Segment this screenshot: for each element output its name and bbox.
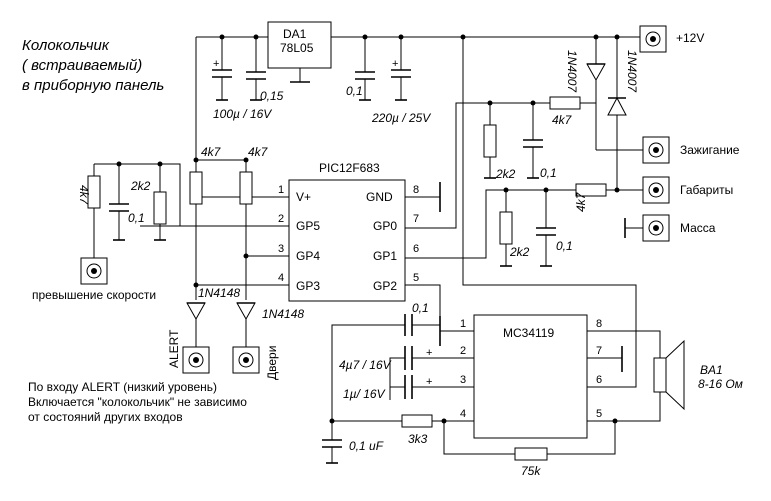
r-park-pd-label: 2k2 [509,245,530,259]
c-p4-label: 0,1 uF [349,439,384,453]
driver-pin-5: 5 [596,408,602,420]
title-line-1: Колокольчик [22,37,110,54]
mcu-pin-8-num: 8 [413,184,419,196]
mcu-pin-6-num: 6 [413,243,419,255]
mcu-pin-2-name: GP5 [296,219,320,233]
svg-text:+: + [426,347,432,359]
mcu-pin-7-num: 7 [413,213,419,225]
parking-label: Габариты [680,183,733,197]
ignition-label: Зажигание [680,143,740,157]
driver-pin-1: 1 [460,318,466,330]
c-out-label: 0,1 [346,84,363,98]
mcu-pin-3-name: GP4 [296,249,320,263]
c-out2-label: 220µ / 25V [371,111,431,125]
d1-label: 1N4007 [565,50,579,93]
driver-part: MC34119 [503,326,554,340]
regulator-ref: DA1 [283,27,307,41]
speaker-ref: BA1 [700,363,723,377]
r-ign-label: 4k7 [552,113,573,127]
driver-pin-2: 2 [460,345,466,357]
speaker-impedance: 8-16 Ом [698,377,743,391]
c-couple-label: 0,1 [412,301,429,315]
mcu-part: PIC12F683 [319,161,380,175]
title-line-3: в приборную панель [22,77,164,94]
d-doors-label: 1N4148 [262,307,304,321]
mcu-pin-1-name: V+ [296,190,311,204]
mcu-pin-5-name: GP2 [373,279,397,293]
mcu-pic12f683: PIC12F683 1 V+ 2 GP5 3 GP4 4 GP3 8 GND 7… [140,161,441,326]
terminal-doors[interactable] [232,346,260,374]
ignition-input: 4k7 2k2 0,1 Зажигание [440,96,740,229]
note-line-2: Включается "колокольчик" не зависимо [28,395,247,409]
driver-pin-caps: + 4µ7 / 16V + 1µ/ 16V [339,346,432,401]
title-line-2: ( встраиваемый) [22,57,142,74]
svg-text:+: + [213,58,219,70]
input-capacitors: + 100µ / 16V 0,15 [212,37,284,121]
c-ign-label: 0,1 [540,166,557,180]
mcu-pin-6-name: GP1 [373,249,397,263]
mcu-pin-4-name: GP3 [296,279,320,293]
driver-pin-6: 6 [596,374,602,386]
r-ign-pd-label: 2k2 [495,167,516,181]
mcu-pin-1-num: 1 [278,184,284,196]
mcu-pin-7-name: GP0 [373,219,397,233]
title-block: Колокольчик ( встраиваемый) в приборную … [22,37,164,94]
driver-mc34119: MC34119 1 2 3 4 8 7 6 5 [412,37,661,439]
driver-pin-3: 3 [460,374,466,386]
doors-label: Двери [265,346,279,380]
r-speed-pd-label: 2k2 [130,179,151,193]
ground-label: Масса [680,221,716,235]
speaker-ba1: BA1 8-16 Ом [653,339,743,411]
driver-pin-8: 8 [596,318,602,330]
driver-pin4-network: 3k3 75k 0,1 uF [322,414,618,478]
parking-input: 4k7 2k2 0,1 Габариты [440,176,733,267]
c-in-label: 100µ / 16V [213,107,272,121]
top-rail [193,34,640,180]
svg-text:+: + [426,376,432,388]
c-speed-label: 0,1 [128,211,145,225]
regulator-part: 78L05 [280,41,314,55]
driver-pin-7: 7 [596,345,602,357]
speed-input: 4k7 0,1 2k2 превышение скорости [32,161,181,302]
r-p4-label: 3k3 [408,432,428,446]
c-in2-label: 0,15 [260,89,284,103]
r-speed-label: 4k7 [77,185,91,206]
mcu-pin-2-num: 2 [278,213,284,225]
d-alert-label: 1N4148 [198,286,240,300]
coupling-network: 0,1 [331,301,441,440]
note-block: По входу ALERT (низкий уровень) Включает… [28,380,247,424]
speed-label: превышение скорости [32,288,156,302]
mcu-pin-3-num: 3 [278,243,284,255]
note-line-1: По входу ALERT (низкий уровень) [28,380,217,394]
r-fb-label: 75k [521,464,541,478]
r-pu2-label: 4k7 [248,145,269,159]
r-park-label: 4k7 [574,191,588,212]
mcu-pin-8-name: GND [366,190,393,204]
mcu-pin-4-num: 4 [278,272,284,284]
mcu-pin-5-num: 5 [413,272,419,284]
r-pu1-label: 4k7 [201,145,222,159]
terminal-alert[interactable] [182,346,210,374]
alert-label: ALERT [167,329,181,368]
regulator-da1: DA1 78L05 [267,21,332,83]
power-input: +12V 1N4007 1N4007 [565,25,704,190]
note-line-3: от состояний других входов [28,410,183,424]
c-p3-label: 1µ/ 16V [343,387,386,401]
alert-door-inputs: 4k7 4k7 1N4148 1N4148 ALERT Двери [167,145,304,380]
c-p2-label: 4µ7 / 16V [339,358,392,372]
d2-label: 1N4007 [625,50,639,93]
svg-text:+: + [392,58,398,70]
driver-pin-4: 4 [460,408,466,420]
output-capacitors: 0,1 + 220µ / 25V [346,37,431,125]
ground-input: Масса [624,214,716,242]
terminal-parking[interactable] [642,176,670,204]
c-park-label: 0,1 [556,239,573,253]
plus12-label: +12V [676,31,704,45]
